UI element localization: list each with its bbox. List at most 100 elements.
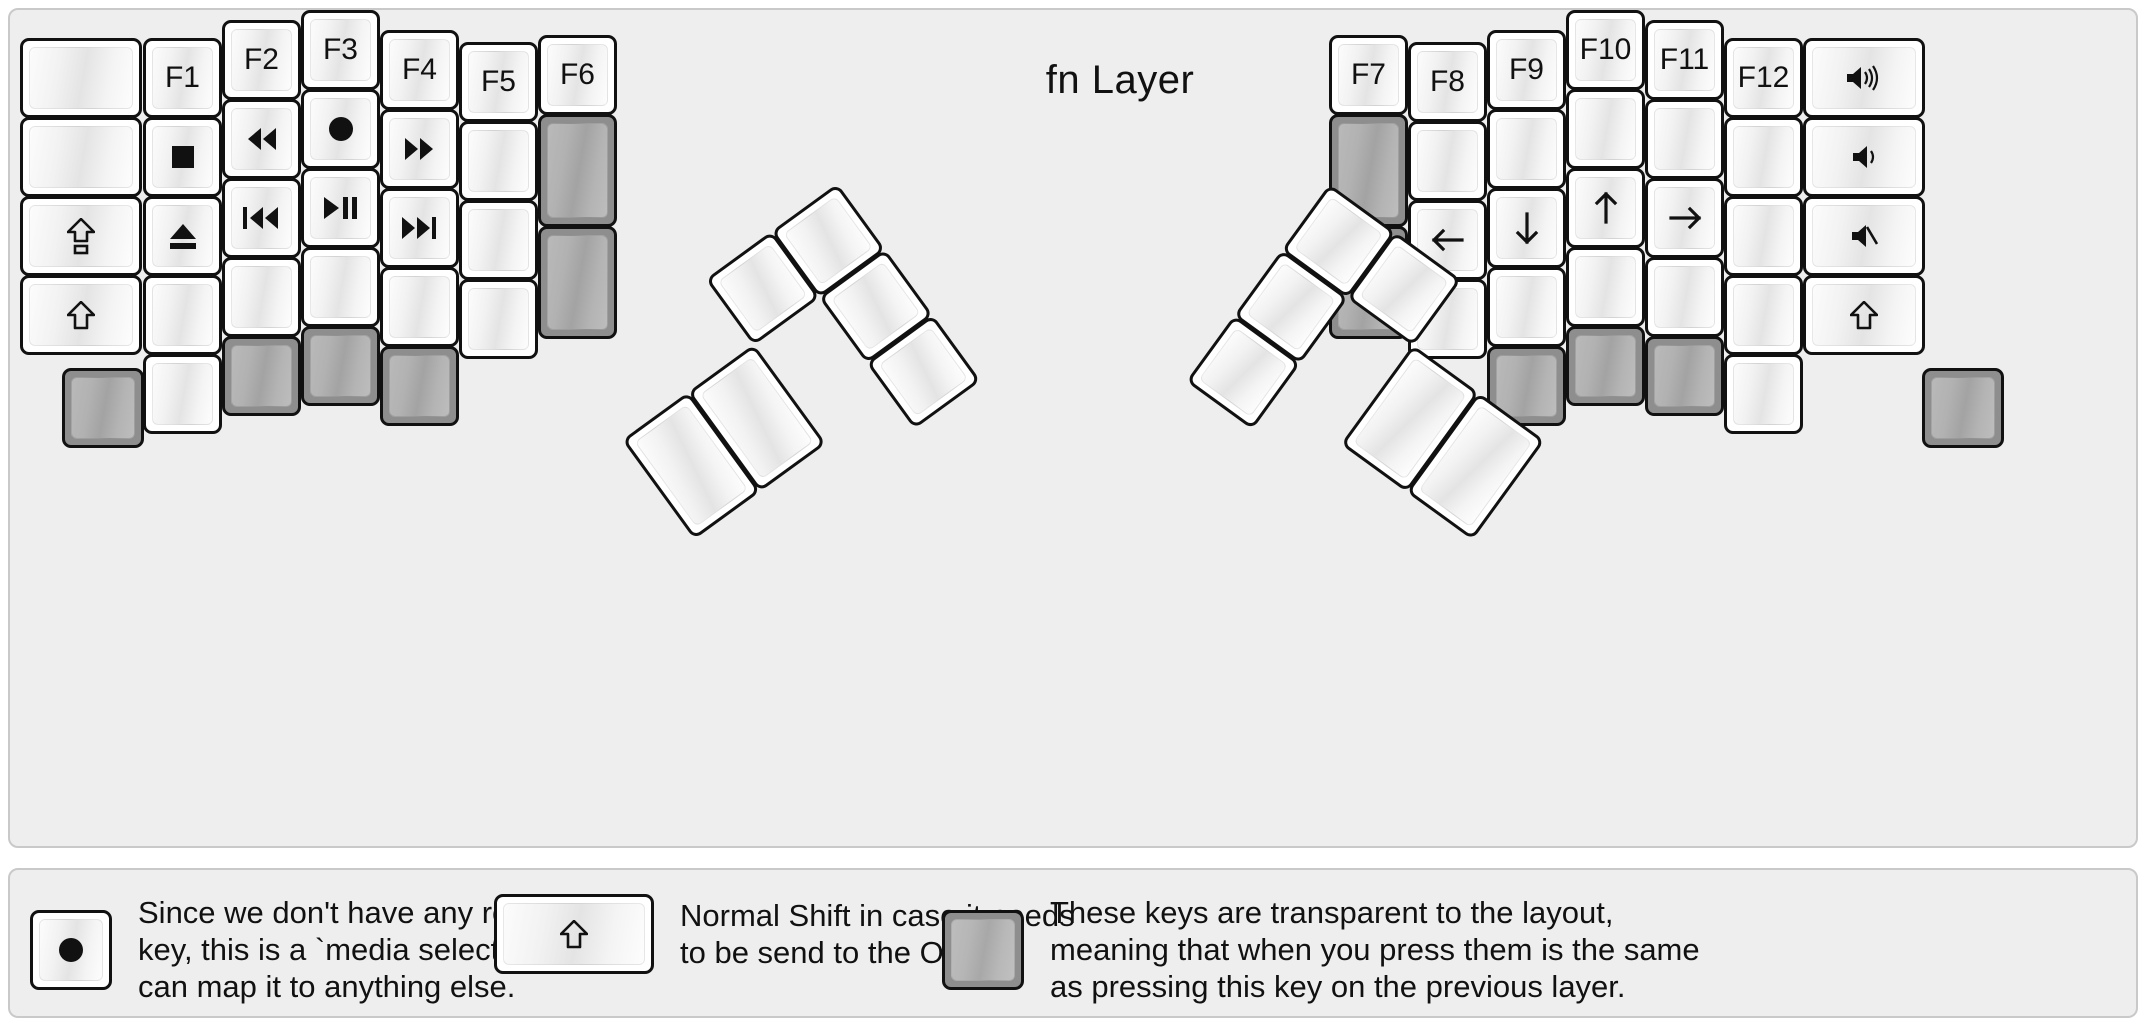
key-label: F7 <box>1350 58 1386 91</box>
right-ring-key-blank[interactable] <box>1645 257 1724 337</box>
left-pinky-key-stop[interactable] <box>143 117 222 197</box>
left-index-key-transparent[interactable] <box>380 346 459 426</box>
left-index-inner-key-blank[interactable] <box>459 200 538 280</box>
keycap-surface <box>152 205 213 267</box>
rewind-icon <box>245 127 278 151</box>
keycap-surface <box>231 187 292 249</box>
keycap-surface <box>547 123 608 218</box>
right-pinky-key-blank[interactable] <box>1724 196 1803 276</box>
right-bottom-transparent-pinky-outer-key-transparent[interactable] <box>1922 368 2004 448</box>
left-pinky-outer-key-caps-lock[interactable] <box>20 196 142 276</box>
left-index-inner-key-blank[interactable] <box>459 279 538 359</box>
left-pinky-outer-key-blank[interactable] <box>20 38 142 118</box>
keycap-surface <box>1654 266 1715 328</box>
left-ring-key-prev-track[interactable] <box>222 178 301 258</box>
key-label: F11 <box>1659 43 1710 76</box>
left-middle-key-transparent[interactable] <box>301 326 380 406</box>
keycap-surface: F4 <box>389 39 450 101</box>
left-far-inner-key-transparent[interactable] <box>538 114 617 227</box>
shift-arrow-icon <box>1850 300 1878 330</box>
keycap-surface <box>503 903 645 965</box>
keycap-surface: F2 <box>231 29 292 91</box>
left-pinky-outer-key-shift-arrow[interactable] <box>20 275 142 355</box>
keycap-surface <box>547 235 608 330</box>
next-track-icon <box>401 216 438 240</box>
left-index-key-fast-forward[interactable] <box>380 109 459 189</box>
legend-key-shift-key[interactable] <box>494 894 654 974</box>
right-middle-key-transparent[interactable] <box>1566 326 1645 406</box>
legend-key-record-key[interactable] <box>30 909 112 990</box>
keycap-surface <box>152 363 213 425</box>
left-ring-key-rewind[interactable] <box>222 99 301 179</box>
left-ring-key-blank[interactable] <box>222 257 301 337</box>
right-middle-key-arrow-up[interactable] <box>1566 168 1645 248</box>
right-middle-key-blank[interactable] <box>1566 89 1645 169</box>
left-middle-key-play-pause[interactable] <box>301 168 380 248</box>
shift-arrow-icon <box>560 919 588 949</box>
left-middle-key-f3[interactable]: F3 <box>301 10 380 90</box>
right-far-inner-key-f7[interactable]: F7 <box>1329 35 1408 115</box>
right-index-inner-key-f8[interactable]: F8 <box>1408 42 1487 122</box>
right-index-inner-key-blank[interactable] <box>1408 121 1487 201</box>
left-index-key-blank[interactable] <box>380 267 459 347</box>
left-index-inner-key-f5[interactable]: F5 <box>459 42 538 122</box>
left-middle-key-blank[interactable] <box>301 247 380 327</box>
right-ring-key-blank[interactable] <box>1645 99 1724 179</box>
left-ring-key-transparent[interactable] <box>222 336 301 416</box>
right-pinky-outer-key-shift-arrow[interactable] <box>1803 275 1925 355</box>
left-pinky-outer-key-blank[interactable] <box>20 117 142 197</box>
keycap-surface <box>389 355 450 417</box>
keycap-surface: F6 <box>547 44 608 106</box>
right-middle-key-f10[interactable]: F10 <box>1566 10 1645 90</box>
right-middle-key-blank[interactable] <box>1566 247 1645 327</box>
keycap-surface <box>1733 205 1794 267</box>
keycap-surface <box>29 205 133 267</box>
left-index-key-f4[interactable]: F4 <box>380 30 459 110</box>
right-ring-key-transparent[interactable] <box>1645 336 1724 416</box>
right-index-key-arrow-down[interactable] <box>1487 188 1566 268</box>
keycap-surface <box>468 288 529 350</box>
left-pinky-key-eject[interactable] <box>143 196 222 276</box>
right-index-key-f9[interactable]: F9 <box>1487 30 1566 110</box>
right-pinky-outer-key-volume-up[interactable] <box>1803 38 1925 118</box>
right-index-key-blank[interactable] <box>1487 109 1566 189</box>
play-pause-icon <box>323 196 358 220</box>
keycap-surface <box>1496 276 1557 338</box>
left-index-key-next-track[interactable] <box>380 188 459 268</box>
keycap-surface <box>231 345 292 407</box>
keycap-surface: F12 <box>1733 47 1794 109</box>
right-ring-key-f11[interactable]: F11 <box>1645 20 1724 100</box>
left-middle-key-record[interactable] <box>301 89 380 169</box>
right-index-key-blank[interactable] <box>1487 267 1566 347</box>
left-pinky-key-blank[interactable] <box>143 354 222 434</box>
right-pinky-key-blank[interactable] <box>1724 354 1803 434</box>
left-index-inner-key-blank[interactable] <box>459 121 538 201</box>
keycap-surface <box>71 377 135 439</box>
keycap-surface <box>1417 130 1478 192</box>
caps-lock-icon <box>67 217 95 255</box>
eject-icon <box>168 222 198 251</box>
keycap-surface <box>152 126 213 188</box>
legend-description: These keys are transparent to the layout… <box>1050 895 1700 1005</box>
legend-item-transparent-key: These keys are transparent to the layout… <box>942 894 1700 1006</box>
key-label: F5 <box>480 65 516 98</box>
keycap-surface: F8 <box>1417 51 1478 113</box>
left-pinky-key-blank[interactable] <box>143 275 222 355</box>
right-ring-key-arrow-right[interactable] <box>1645 178 1724 258</box>
keycap-surface <box>1733 126 1794 188</box>
keycap-surface: F5 <box>468 51 529 113</box>
right-pinky-key-f12[interactable]: F12 <box>1724 38 1803 118</box>
right-pinky-key-blank[interactable] <box>1724 117 1803 197</box>
right-pinky-outer-key-volume-mute[interactable] <box>1803 196 1925 276</box>
left-far-inner-key-f6[interactable]: F6 <box>538 35 617 115</box>
keycap-surface: F11 <box>1654 29 1715 91</box>
left-far-inner-key-transparent[interactable] <box>538 226 617 339</box>
left-ring-key-f2[interactable]: F2 <box>222 20 301 100</box>
keycap-surface <box>39 918 103 981</box>
left-pinky-key-f1[interactable]: F1 <box>143 38 222 118</box>
left-bottom-transparent-pinky-outer-key-transparent[interactable] <box>62 368 144 448</box>
key-label: F10 <box>1579 33 1632 66</box>
legend-key-transparent-key[interactable] <box>942 909 1024 990</box>
right-pinky-outer-key-volume-down[interactable] <box>1803 117 1925 197</box>
right-pinky-key-blank[interactable] <box>1724 275 1803 355</box>
